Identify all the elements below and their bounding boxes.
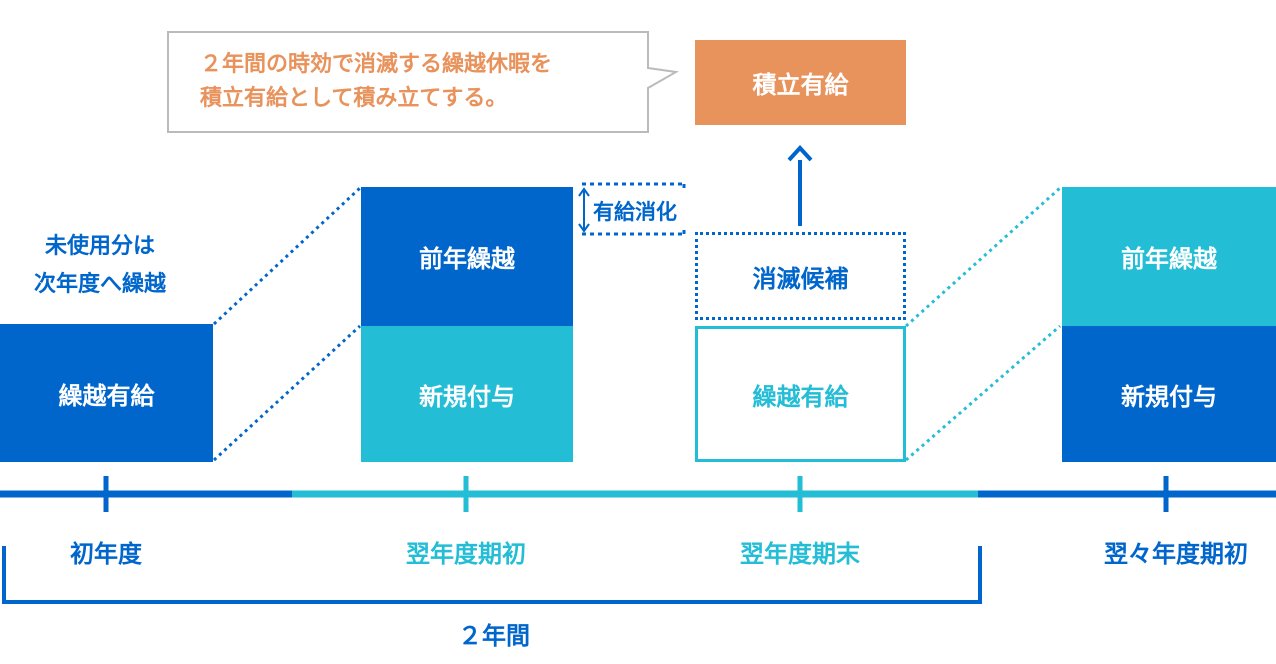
two-year-bracket	[2, 546, 982, 604]
next-start-prev-box: 前年繰越	[361, 187, 573, 326]
consumed-arrow-bottom-icon	[578, 223, 590, 233]
consumed-outline	[582, 182, 686, 236]
connector-dark-2	[212, 324, 362, 462]
callout-line-1: ２年間の時効で消滅する繰越休暇を	[200, 52, 553, 77]
connector-light-2	[905, 324, 1061, 462]
savings-box: 積立有給	[695, 40, 906, 125]
callout-line-2: 積立有給として積み立てする。	[200, 86, 508, 111]
year3-prev-box: 前年繰越	[1062, 187, 1276, 326]
unused-note-line-2: 次年度へ繰越	[33, 272, 166, 297]
two-year-label: ２年間	[458, 622, 530, 650]
connector-light-1	[904, 186, 1062, 328]
callout-text: ２年間の時効で消滅する繰越休暇を 積立有給として積み立てする。	[200, 48, 552, 116]
unused-note: 未使用分は 次年度へ繰越	[0, 228, 200, 304]
timeline-label-first-year: 初年度	[70, 540, 142, 568]
timeline-label-year3: 翌々年度期初	[1104, 540, 1248, 568]
callout-bubble	[167, 31, 680, 133]
timeline-label-next-start: 翌年度期初	[406, 540, 526, 568]
year3-new-box: 新規付与	[1062, 326, 1276, 462]
expire-candidate-box: 消滅候補	[695, 232, 906, 320]
up-arrow-head-icon	[787, 145, 813, 162]
consumed-arrow-top-icon	[578, 187, 590, 197]
next-end-carryover-box: 繰越有給	[695, 326, 906, 462]
first-year-carryover-box: 繰越有給	[0, 324, 213, 462]
next-start-new-box: 新規付与	[361, 326, 573, 462]
connector-dark-1	[212, 186, 362, 326]
timeline-label-next-end: 翌年度期末	[740, 540, 860, 568]
consumed-label: 有給消化	[593, 200, 677, 224]
unused-note-line-1: 未使用分は	[44, 234, 155, 259]
